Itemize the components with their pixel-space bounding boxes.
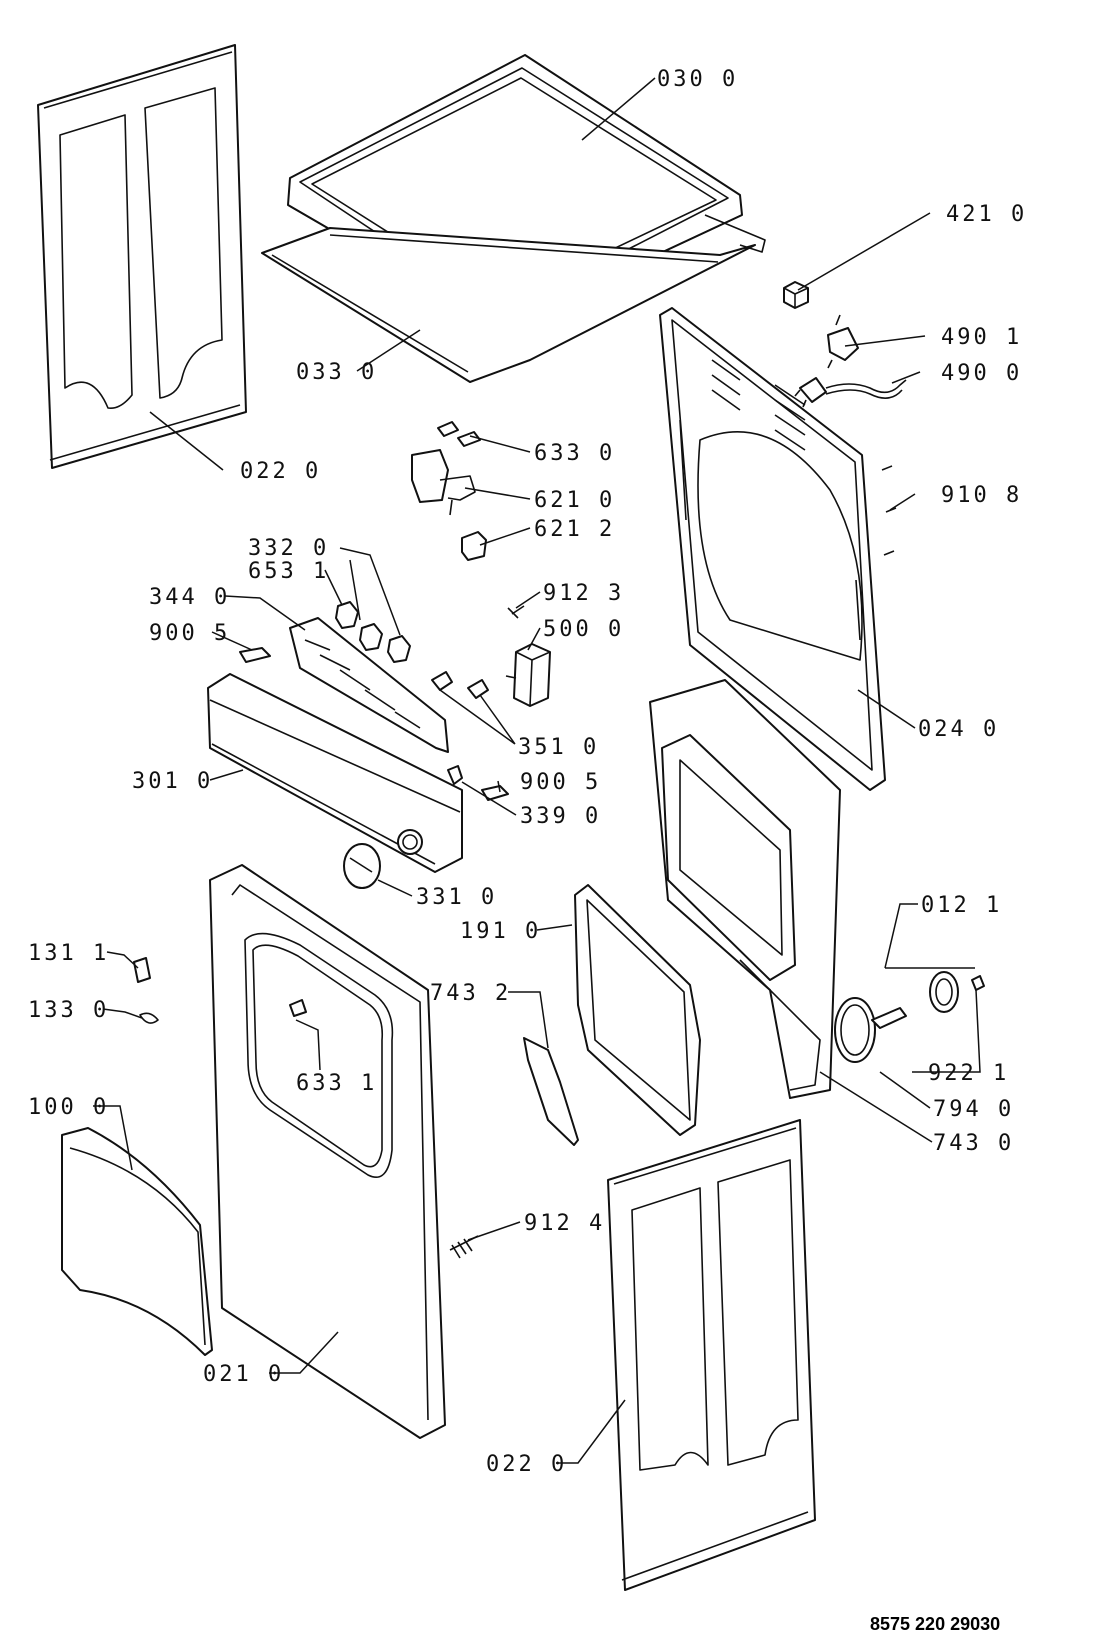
side-panel-right bbox=[607, 1119, 816, 1591]
label-133-0: 133 0 bbox=[28, 998, 109, 1023]
label-030-0: 030 0 bbox=[657, 67, 738, 92]
insulation-sheet bbox=[523, 1037, 579, 1146]
label-131-1: 131 1 bbox=[28, 941, 109, 966]
door-panel bbox=[61, 1127, 213, 1356]
screw-912-4 bbox=[449, 1235, 479, 1259]
label-351-0: 351 0 bbox=[518, 735, 599, 760]
front-panel bbox=[209, 864, 446, 1439]
label-490-1: 490 1 bbox=[941, 325, 1022, 350]
label-033-0: 033 0 bbox=[296, 360, 377, 385]
power-cord bbox=[794, 377, 907, 408]
label-339-0: 339 0 bbox=[520, 804, 601, 829]
indicator-lamps bbox=[431, 671, 489, 699]
label-490-0: 490 0 bbox=[941, 361, 1022, 386]
label-332-0: 332 0 bbox=[248, 536, 329, 561]
leader-lines bbox=[93, 77, 981, 1464]
screw-912-3 bbox=[507, 605, 525, 619]
cover-plate bbox=[261, 227, 756, 383]
part-339 bbox=[447, 765, 463, 785]
label-900-5-b: 900 5 bbox=[520, 770, 601, 795]
label-743-2: 743 2 bbox=[430, 981, 511, 1006]
screws-910-8 bbox=[881, 465, 897, 556]
label-633-0: 633 0 bbox=[534, 441, 615, 466]
rear-frame bbox=[659, 307, 886, 791]
label-022-0-top: 022 0 bbox=[240, 459, 321, 484]
label-421-0: 421 0 bbox=[946, 202, 1027, 227]
label-910-8: 910 8 bbox=[941, 483, 1022, 508]
program-knob bbox=[343, 843, 381, 889]
label-022-0-bottom: 022 0 bbox=[486, 1452, 567, 1477]
part-labels: 030 0 421 0 490 1 490 0 033 0 022 0 633 … bbox=[28, 67, 1027, 1634]
front-bulkhead bbox=[649, 679, 841, 1099]
door-seal bbox=[574, 884, 701, 1136]
label-012-1: 012 1 bbox=[921, 893, 1002, 918]
switch-block-500 bbox=[505, 643, 551, 707]
control-bracket bbox=[289, 617, 449, 753]
label-100-0: 100 0 bbox=[28, 1095, 109, 1120]
pump-assembly bbox=[871, 971, 985, 1029]
part-131-1 bbox=[133, 957, 151, 983]
label-743-0: 743 0 bbox=[933, 1131, 1014, 1156]
label-922-1: 922 1 bbox=[928, 1061, 1009, 1086]
ring-seal bbox=[834, 997, 876, 1063]
mains-filter bbox=[827, 314, 859, 369]
clip-900-5-a bbox=[239, 647, 271, 663]
label-912-4: 912 4 bbox=[524, 1211, 605, 1236]
label-912-3: 912 3 bbox=[543, 581, 624, 606]
label-344-0: 344 0 bbox=[149, 585, 230, 610]
label-331-0: 331 0 bbox=[416, 885, 497, 910]
document-number: 8575 220 29030 bbox=[870, 1614, 1000, 1634]
part-133-0 bbox=[139, 1012, 159, 1024]
control-panel bbox=[207, 673, 463, 873]
label-621-2: 621 2 bbox=[534, 517, 615, 542]
label-301-0: 301 0 bbox=[132, 769, 213, 794]
label-191-0: 191 0 bbox=[460, 919, 541, 944]
module-part-621-2 bbox=[461, 531, 487, 561]
label-653-1: 653 1 bbox=[248, 559, 329, 584]
knobs-332 bbox=[335, 601, 411, 663]
label-024-0: 024 0 bbox=[918, 717, 999, 742]
label-500-0: 500 0 bbox=[543, 617, 624, 642]
clip-900-5-b bbox=[481, 785, 509, 801]
door-lock-module bbox=[411, 449, 476, 516]
label-794-0: 794 0 bbox=[933, 1097, 1014, 1122]
label-021-0: 021 0 bbox=[203, 1362, 284, 1387]
label-633-1: 633 1 bbox=[296, 1071, 377, 1096]
side-panel-left bbox=[37, 44, 247, 469]
switch-parts-633 bbox=[437, 421, 481, 447]
label-621-0: 621 0 bbox=[534, 488, 615, 513]
label-900-5-a: 900 5 bbox=[149, 621, 230, 646]
